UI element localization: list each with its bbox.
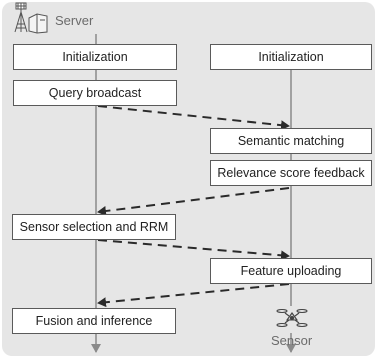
- server-label: Server: [55, 13, 94, 28]
- drone-icon: [276, 308, 308, 328]
- feature-uploading-box: Feature uploading: [210, 258, 372, 284]
- fusion-inference-box: Fusion and inference: [12, 308, 176, 334]
- sensor-initialization-box: Initialization: [210, 44, 372, 70]
- arrow-selection-to-uploading: [97, 239, 290, 261]
- sensor-label: Sensor: [271, 333, 313, 348]
- server-antenna-icon: [14, 2, 48, 34]
- server-initialization-box: Initialization: [13, 44, 177, 70]
- sensor-selection-rrm-box: Sensor selection and RRM: [12, 214, 176, 240]
- semantic-matching-box: Semantic matching: [210, 128, 372, 154]
- query-broadcast-box: Query broadcast: [13, 80, 177, 106]
- relevance-score-feedback-box: Relevance score feedback: [210, 160, 372, 186]
- arrow-uploading-to-fusion: [97, 283, 290, 308]
- arrow-query-to-matching: [97, 105, 290, 131]
- arrow-feedback-to-selection: [97, 187, 290, 216]
